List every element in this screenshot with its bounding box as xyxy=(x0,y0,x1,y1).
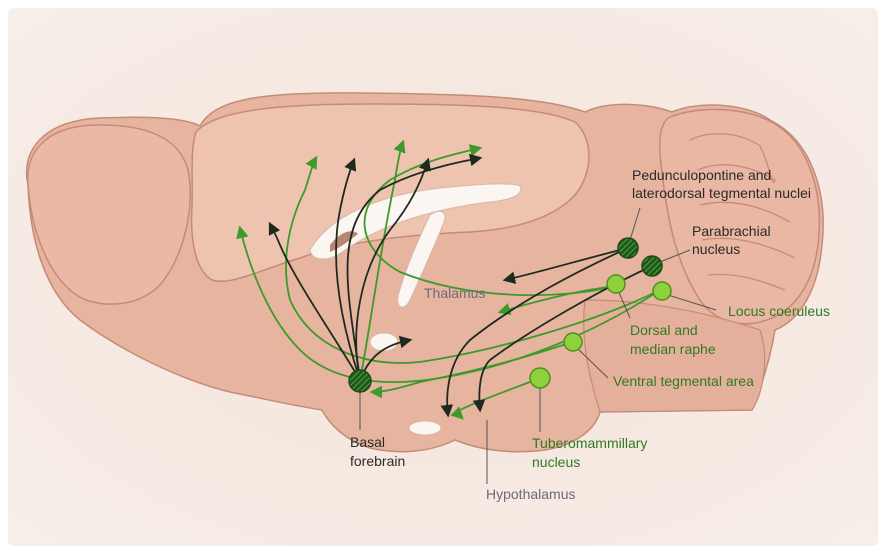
label-parabrachial-line2: nucleus xyxy=(692,241,740,257)
label-thalamus: Thalamus xyxy=(424,285,485,301)
anterior-commissure xyxy=(370,333,398,351)
label-ppt-line2: laterodorsal tegmental nuclei xyxy=(632,185,811,201)
tmn-nucleus xyxy=(530,368,550,388)
label-hypothalamus: Hypothalamus xyxy=(486,486,576,502)
label-basal-line1: Basal xyxy=(350,434,385,450)
ppt-ldt-nucleus xyxy=(618,238,638,258)
label-parabrachial-line1: Parabrachial xyxy=(692,223,771,239)
label-locus-coeruleus: Locus coeruleus xyxy=(728,303,830,319)
label-tmn-line1: Tuberomammillary xyxy=(532,435,647,451)
vta-nucleus xyxy=(564,333,582,351)
optic-chiasm xyxy=(409,421,441,435)
parabrachial-nucleus xyxy=(642,256,662,276)
label-raphe-line1: Dorsal and xyxy=(630,322,698,338)
label-tmn-line2: nucleus xyxy=(532,454,580,470)
basal-forebrain-nucleus xyxy=(349,370,371,392)
raphe-nucleus xyxy=(607,275,625,293)
label-vta: Ventral tegmental area xyxy=(613,373,754,389)
label-basal-line2: forebrain xyxy=(350,453,405,469)
label-ppt-line1: Pedunculopontine and xyxy=(632,167,771,183)
locus-coeruleus-nucleus xyxy=(653,282,671,300)
label-raphe-line2: median raphe xyxy=(630,341,716,357)
